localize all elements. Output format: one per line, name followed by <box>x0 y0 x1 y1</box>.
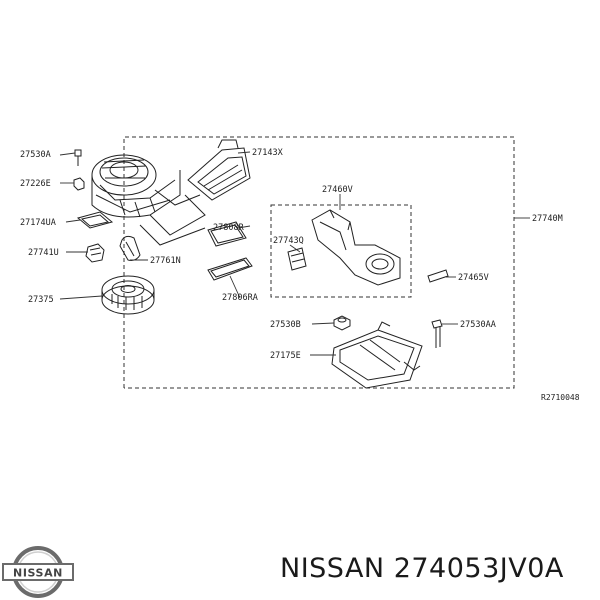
motor-drawing <box>119 235 141 261</box>
actuator-drawing <box>287 247 307 271</box>
label-27741U: 27741U <box>28 248 59 258</box>
frame-outline <box>123 136 515 389</box>
clip-drawing <box>427 269 449 283</box>
nissan-logo-icon: NISSAN <box>2 546 74 598</box>
label-27143X: 27143X <box>252 148 284 158</box>
label-27174UA: 27174UA <box>20 218 56 228</box>
label-27761N: 27761N <box>150 256 181 266</box>
label-27465V: 27465V <box>458 273 489 283</box>
part-number-caption: NISSAN 274053JV0A <box>280 553 564 584</box>
seal-drawing <box>207 221 253 281</box>
screw-drawing <box>73 149 85 191</box>
label-27226E: 27226E <box>20 179 51 189</box>
label-27530AA: 27530AA <box>460 320 496 330</box>
blower-case-drawing <box>91 154 206 246</box>
label-27808R: 27808R <box>213 223 245 233</box>
outer-frame <box>123 136 515 389</box>
label-27743Q: 27743Q <box>273 236 304 246</box>
diagram-code: R2710048 <box>541 393 580 402</box>
label-27175E: 27175E <box>270 351 301 361</box>
sub-assembly-box <box>270 204 412 298</box>
label-27375: 27375 <box>28 295 54 305</box>
label-27530A: 27530A <box>20 150 51 160</box>
connector-drawing <box>85 243 105 263</box>
label-27740M: 27740M <box>532 214 563 224</box>
label-27530B: 27530B <box>270 320 301 330</box>
label-27806RA: 27806RA <box>222 293 258 303</box>
fastener-drawing <box>333 315 443 348</box>
bracket-drawing <box>331 321 423 389</box>
fan-drawing <box>101 275 155 315</box>
duct-drawing <box>187 139 251 201</box>
filter-gasket-drawing <box>76 211 114 229</box>
label-27460V: 27460V <box>322 185 353 195</box>
leader-lines <box>59 151 530 356</box>
nissan-logo-text: NISSAN <box>13 567 63 580</box>
housing-drawing <box>311 209 401 286</box>
